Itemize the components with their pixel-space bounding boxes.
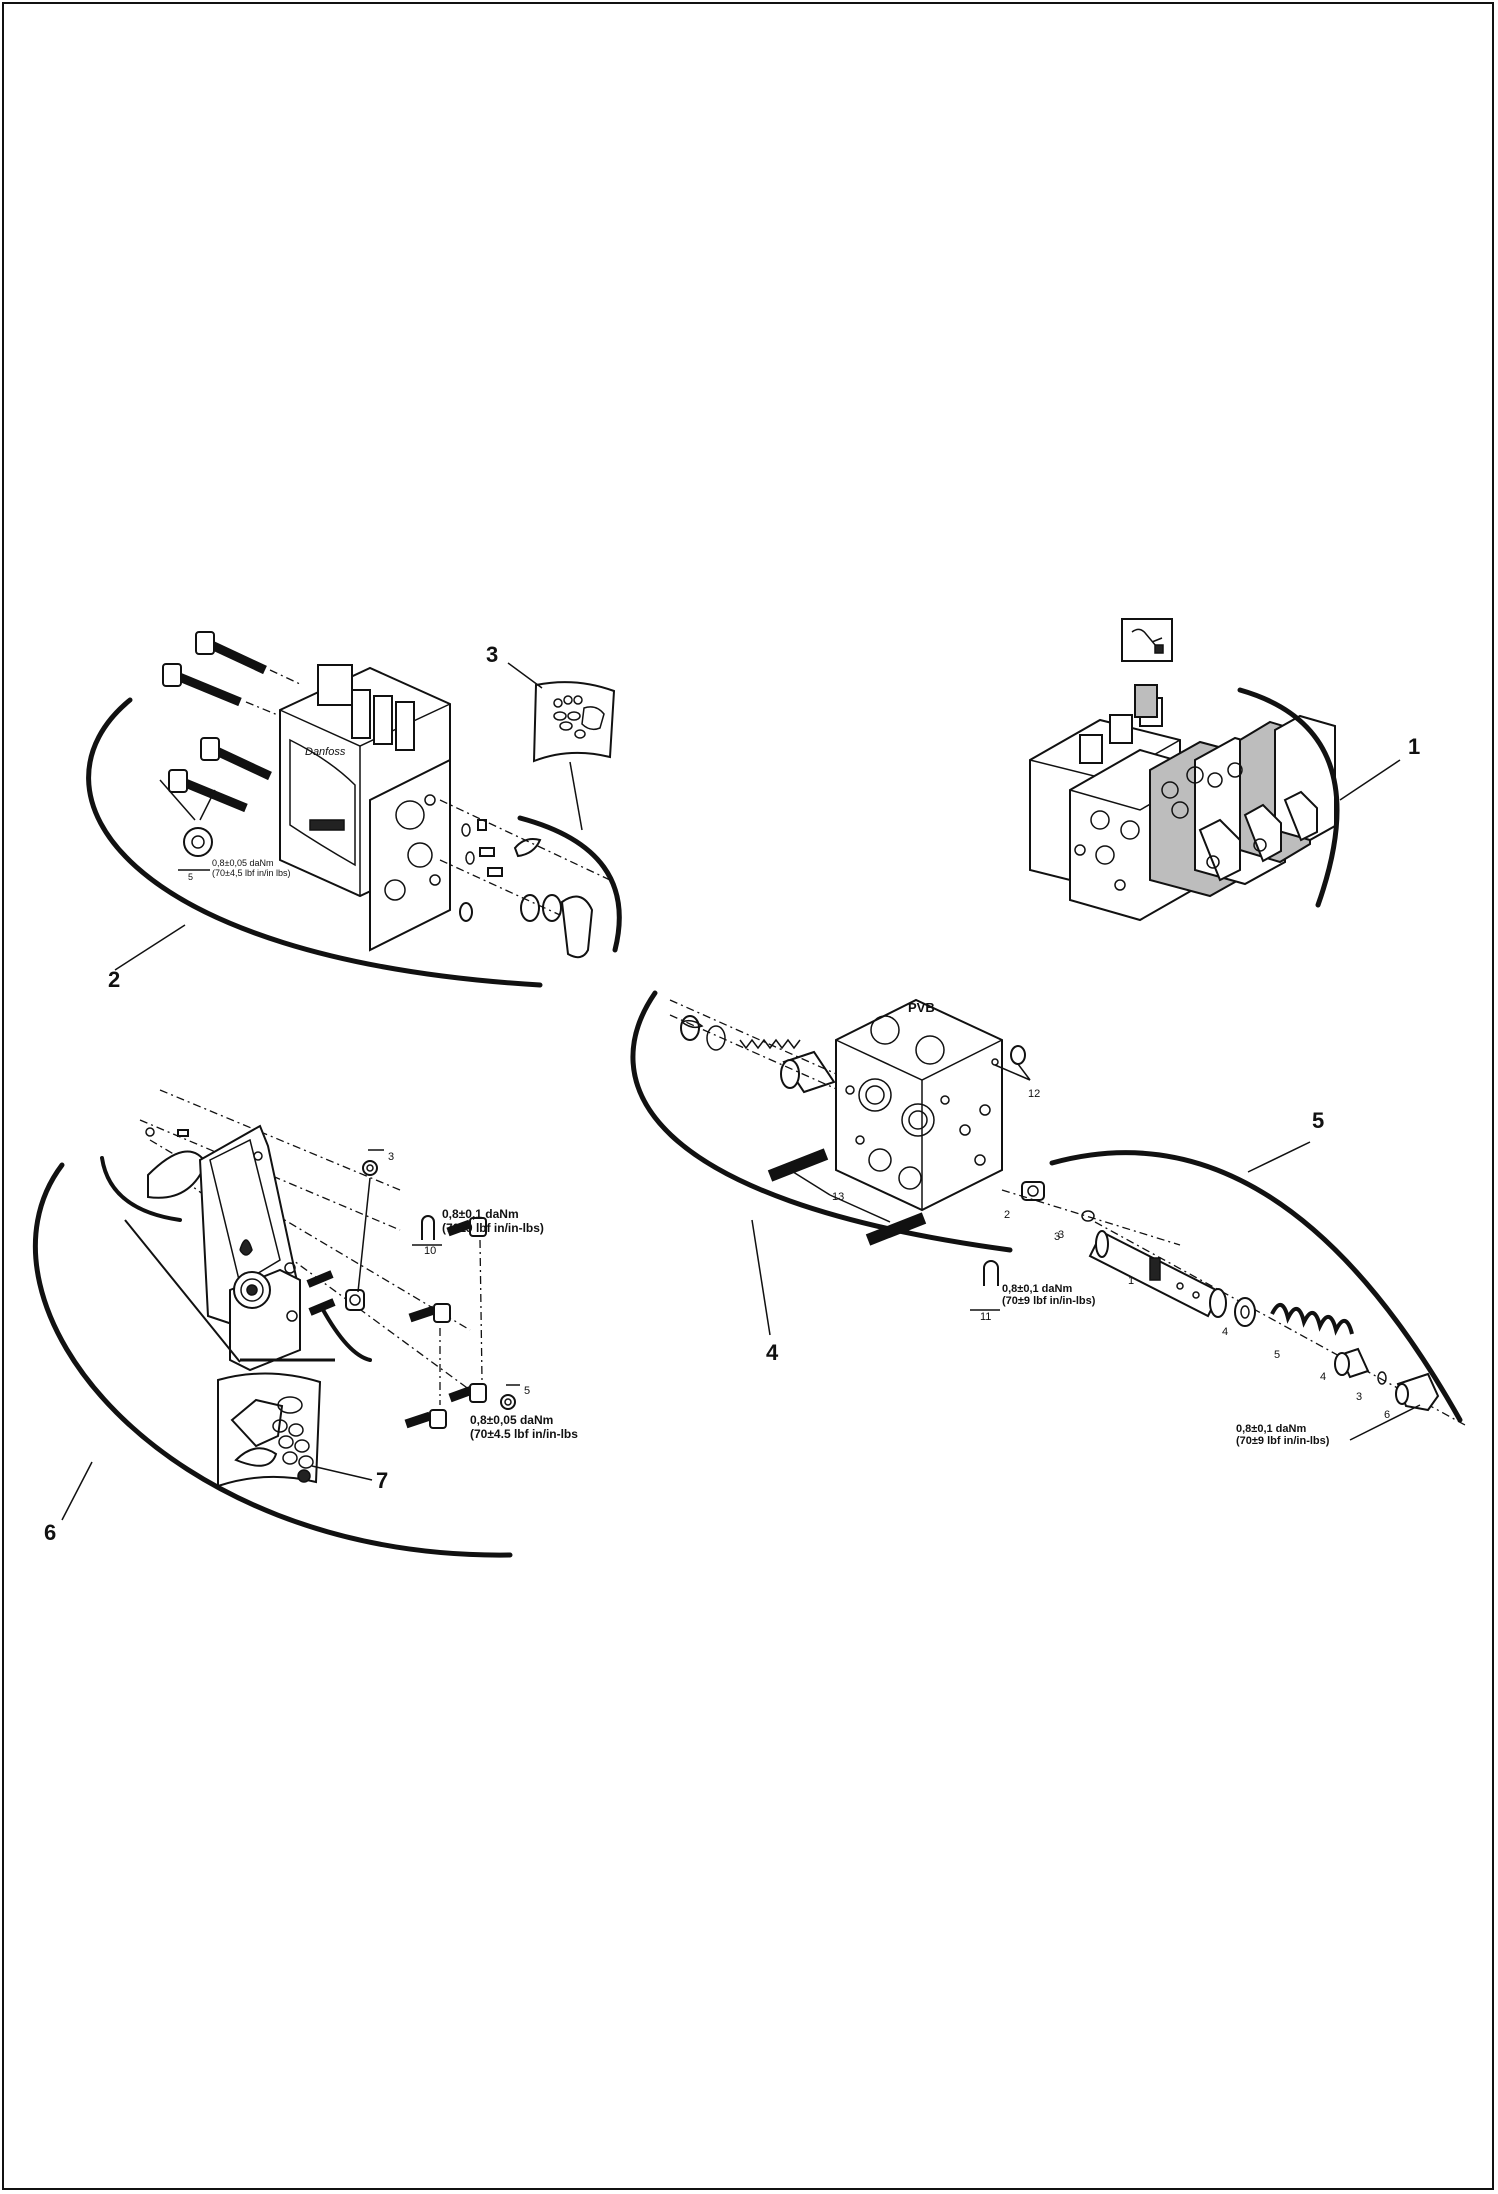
cover-gasket	[147, 1150, 208, 1199]
pvb-label: PVB	[908, 1000, 935, 1015]
leader-6	[61, 1461, 93, 1521]
torque-5-line1: 0,8±0,1 daNm	[1236, 1423, 1306, 1435]
ref-6-10: 10	[424, 1245, 436, 1257]
ref-5-6: 6	[1384, 1409, 1390, 1421]
ref-6-5: 5	[524, 1385, 530, 1397]
callout-2: 2	[108, 967, 120, 992]
cover-screws	[306, 1217, 487, 1429]
ref-5-5: 5	[1274, 1349, 1280, 1361]
torque-6b-line1: 0,8±0,05 daNm	[470, 1413, 553, 1427]
spool-assembly: 5 1 4 5 4 3 6	[1049, 1108, 1466, 1447]
tool-icon-box	[1121, 618, 1173, 662]
ref-5-4a: 4	[1222, 1326, 1228, 1338]
torque-4-line2: (70±9 lbf in/in-lbs)	[1002, 1295, 1096, 1307]
ref-5-1: 1	[1128, 1275, 1134, 1287]
torque-6b-line2: (70±4.5 lbf in/in-lbs	[470, 1427, 578, 1441]
callout-3: 3	[486, 642, 498, 667]
ref-13: 13	[832, 1191, 844, 1203]
leader-5	[1247, 1141, 1311, 1173]
mounting-bolts	[162, 631, 301, 813]
ref-5-3b: 3	[1356, 1391, 1362, 1403]
seal-kit-bag-7: 7	[217, 1372, 388, 1493]
pvb-fitting: 2 3 11 0,8±0,1 daNm (70±9 lbf in/in-lbs)	[970, 1181, 1181, 1323]
torque-6a-line1: 0,8±0,1 daNm	[442, 1207, 519, 1221]
group-2-bracket-lower	[86, 697, 543, 988]
spring	[1270, 1303, 1354, 1336]
torque-6a-line2: (70±9 lbf in/in-lbs)	[442, 1221, 544, 1235]
leader-2	[114, 924, 186, 971]
torque-2-line1: 0,8±0,05 daNm	[212, 858, 273, 868]
cover-body	[198, 1124, 301, 1372]
leader-4	[751, 1219, 771, 1336]
cover-module: 6	[32, 1089, 578, 1558]
group-6-bracket	[32, 1162, 513, 1558]
actuator-module: Danfoss	[86, 631, 622, 992]
pvb-block: PVB	[835, 998, 1003, 1212]
pvb-basic-module: 13 PVB	[630, 990, 1181, 1365]
group-1-bracket	[1237, 687, 1340, 908]
group-2-bracket-right	[517, 815, 622, 953]
callout-1: 1	[1408, 734, 1420, 759]
ref-11: 11	[980, 1311, 991, 1323]
torque-4-line1: 0,8±0,1 daNm	[1002, 1283, 1072, 1295]
dim-label-2: 5	[188, 872, 193, 882]
torque-5-line2: (70±9 lbf in/in-lbs)	[1236, 1435, 1330, 1447]
lock-icon	[1154, 644, 1164, 654]
leader-1	[1339, 759, 1401, 801]
washer-detail	[183, 827, 213, 857]
pvb-spring-parts: 13	[669, 999, 927, 1246]
brand-mark: Danfoss	[305, 746, 346, 758]
callout-5: 5	[1312, 1108, 1324, 1133]
ref-12: 12	[1028, 1088, 1040, 1100]
callout-4: 4	[766, 1340, 779, 1365]
ref-5-3: 3	[1054, 1231, 1060, 1243]
callout-6: 6	[44, 1520, 56, 1545]
group-5-bracket	[1049, 1150, 1463, 1423]
callout-7: 7	[376, 1468, 388, 1493]
ref-2: 2	[1004, 1209, 1010, 1221]
torque-2-line2: (70±4,5 lbf in/in lbs)	[212, 868, 290, 878]
ref-5-4b: 4	[1320, 1371, 1326, 1383]
seal-kit-bag-3: 3	[486, 642, 616, 831]
seal-parts	[439, 799, 611, 959]
valve-sections	[1029, 684, 1336, 922]
valve-bank-assembly: 1	[1029, 618, 1420, 922]
wrench-icon	[1131, 628, 1163, 647]
group-4-bracket-arc	[630, 990, 1013, 1253]
actuator-body: Danfoss	[279, 664, 451, 952]
leader-7	[311, 1465, 373, 1481]
ref-3: 3	[1058, 1229, 1064, 1241]
leader-3	[507, 662, 543, 689]
ref-6-3: 3	[388, 1151, 394, 1163]
